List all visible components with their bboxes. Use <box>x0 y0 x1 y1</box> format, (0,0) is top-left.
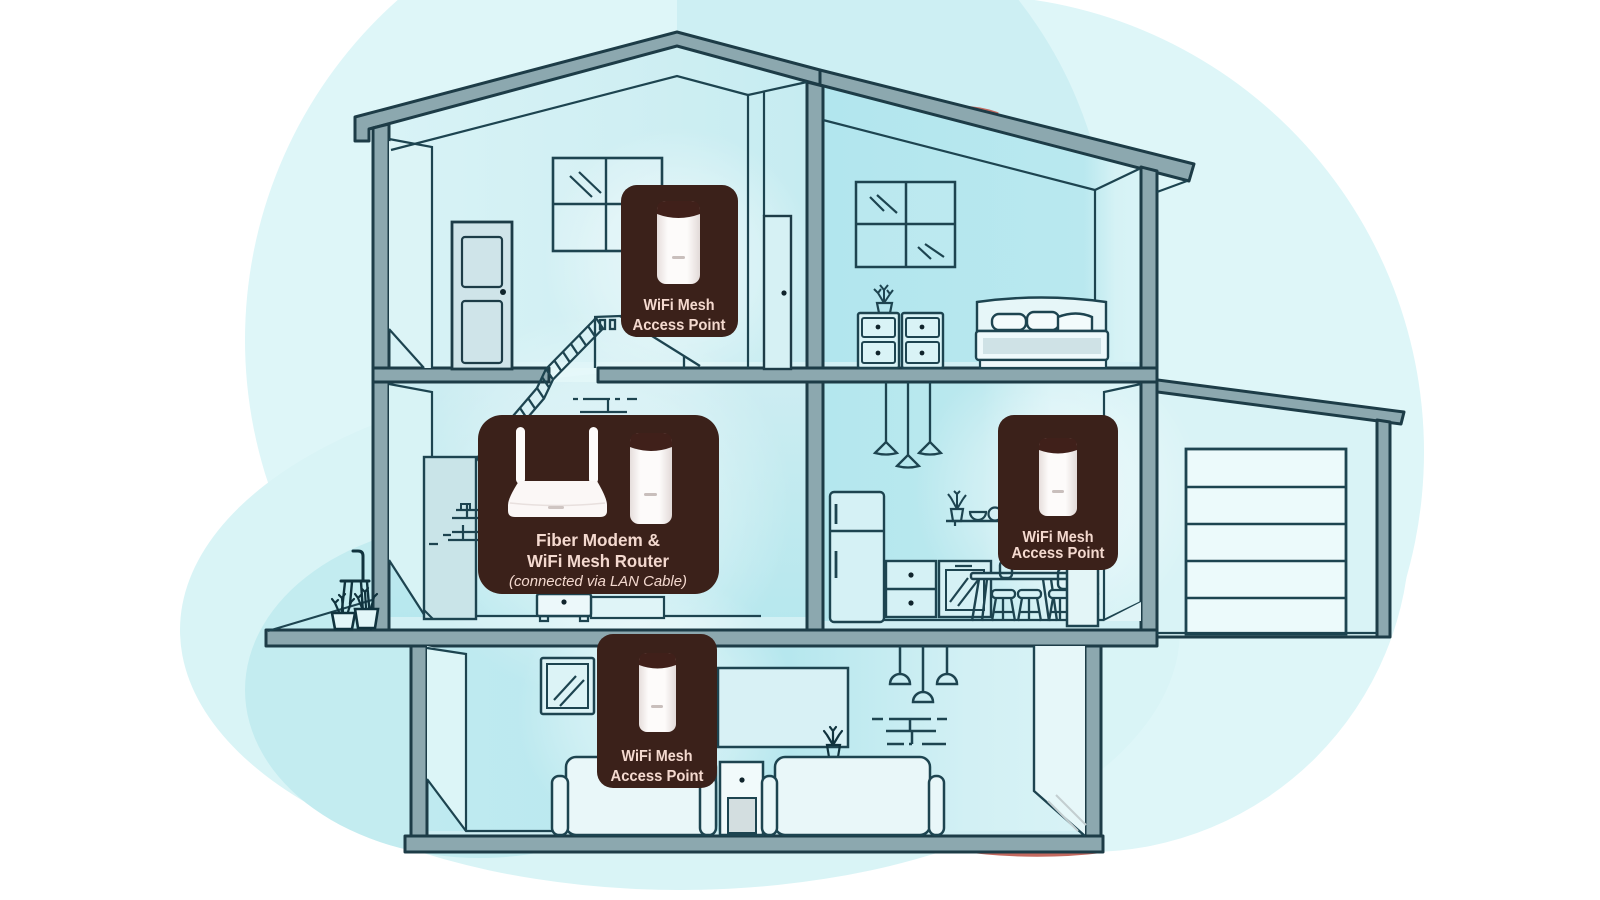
svg-text:Access Point: Access Point <box>633 317 726 334</box>
svg-text:Access Point: Access Point <box>611 768 704 785</box>
svg-text:Access Point: Access Point <box>1012 545 1105 562</box>
svg-text:WiFi Mesh: WiFi Mesh <box>1023 529 1094 546</box>
svg-text:WiFi Mesh: WiFi Mesh <box>644 297 715 314</box>
svg-text:(connected via LAN Cable): (connected via LAN Cable) <box>509 574 687 590</box>
svg-text:Fiber Modem &: Fiber Modem & <box>536 530 660 550</box>
svg-text:WiFi Mesh Router: WiFi Mesh Router <box>527 551 669 571</box>
svg-text:WiFi Mesh: WiFi Mesh <box>622 748 693 765</box>
